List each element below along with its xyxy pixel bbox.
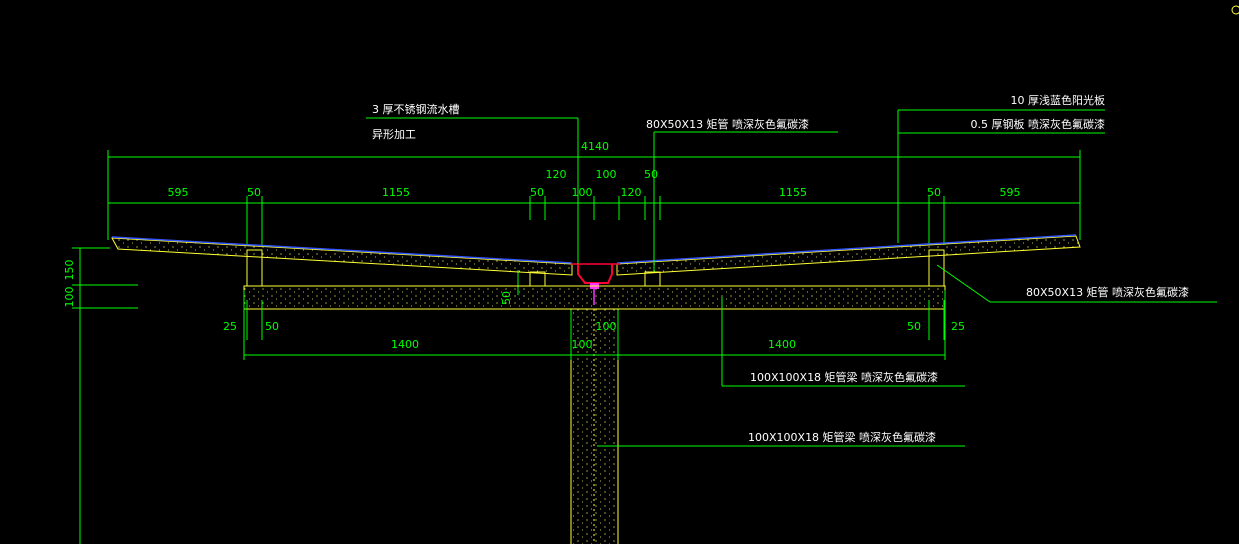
gutter-note-line1: 3 厚不锈钢流水槽: [372, 102, 460, 116]
beam-note-1: 100X100X18 矩管梁 喷深灰色氟碳漆: [750, 370, 938, 384]
dim-50-right-1: 50: [644, 168, 658, 181]
dim-25-left: 25: [223, 320, 237, 333]
dim-50-left-1: 50: [247, 186, 261, 199]
dim-150: 150: [63, 260, 76, 281]
dim-100-b: 100: [596, 168, 617, 181]
dim-595-left: 595: [168, 186, 189, 199]
dim-100-c: 100: [572, 338, 593, 351]
tube-note-top: 80X50X13 矩管 喷深灰色氟碳漆: [646, 117, 809, 131]
bottom-dimension-chain: 25 50 1400 100 100 1400 50 25: [223, 290, 965, 360]
dim-50-right-2: 50: [927, 186, 941, 199]
corner-marker: [1231, 5, 1239, 15]
dim-595-right: 595: [1000, 186, 1021, 199]
segment-dimension-chain: 595 50 1155 50 120 100 100 120 50 1155 5…: [108, 168, 1080, 245]
dim-1400-left: 1400: [391, 338, 419, 351]
dim-25-right: 25: [951, 320, 965, 333]
gutter-note-line2: 异形加工: [372, 128, 416, 141]
tube-note-right: 80X50X13 矩管 喷深灰色氟碳漆: [1026, 285, 1189, 299]
dim-100-d: 100: [596, 320, 617, 333]
dim-1155-right: 1155: [779, 186, 807, 199]
column: [570, 309, 619, 544]
horizontal-beam: [243, 285, 946, 310]
dim-100-vert: 100: [63, 287, 76, 308]
dim-120-b: 120: [621, 186, 642, 199]
panel-note-line2: 0.5 厚钢板 喷深灰色氟碳漆: [971, 117, 1106, 131]
dim-1400-right: 1400: [768, 338, 796, 351]
panel-note-line1: 10 厚浅蓝色阳光板: [1011, 93, 1106, 107]
annotations: 3 厚不锈钢流水槽 异形加工 80X50X13 矩管 喷深灰色氟碳漆 10 厚浅…: [366, 93, 1217, 447]
dim-1155-left: 1155: [382, 186, 410, 199]
overall-dimension: 4140: [107, 140, 1081, 240]
dim-50-bottom-left: 50: [265, 320, 279, 333]
beam-note-2: 100X100X18 矩管梁 喷深灰色氟碳漆: [748, 430, 936, 444]
dim-50-left-2: 50: [530, 186, 544, 199]
dim-100-a: 100: [572, 186, 593, 199]
dim-50-bottom-right: 50: [907, 320, 921, 333]
dim-4140: 4140: [581, 140, 609, 153]
dim-120-top: 120: [546, 168, 567, 181]
roof-panels: [111, 234, 1081, 276]
